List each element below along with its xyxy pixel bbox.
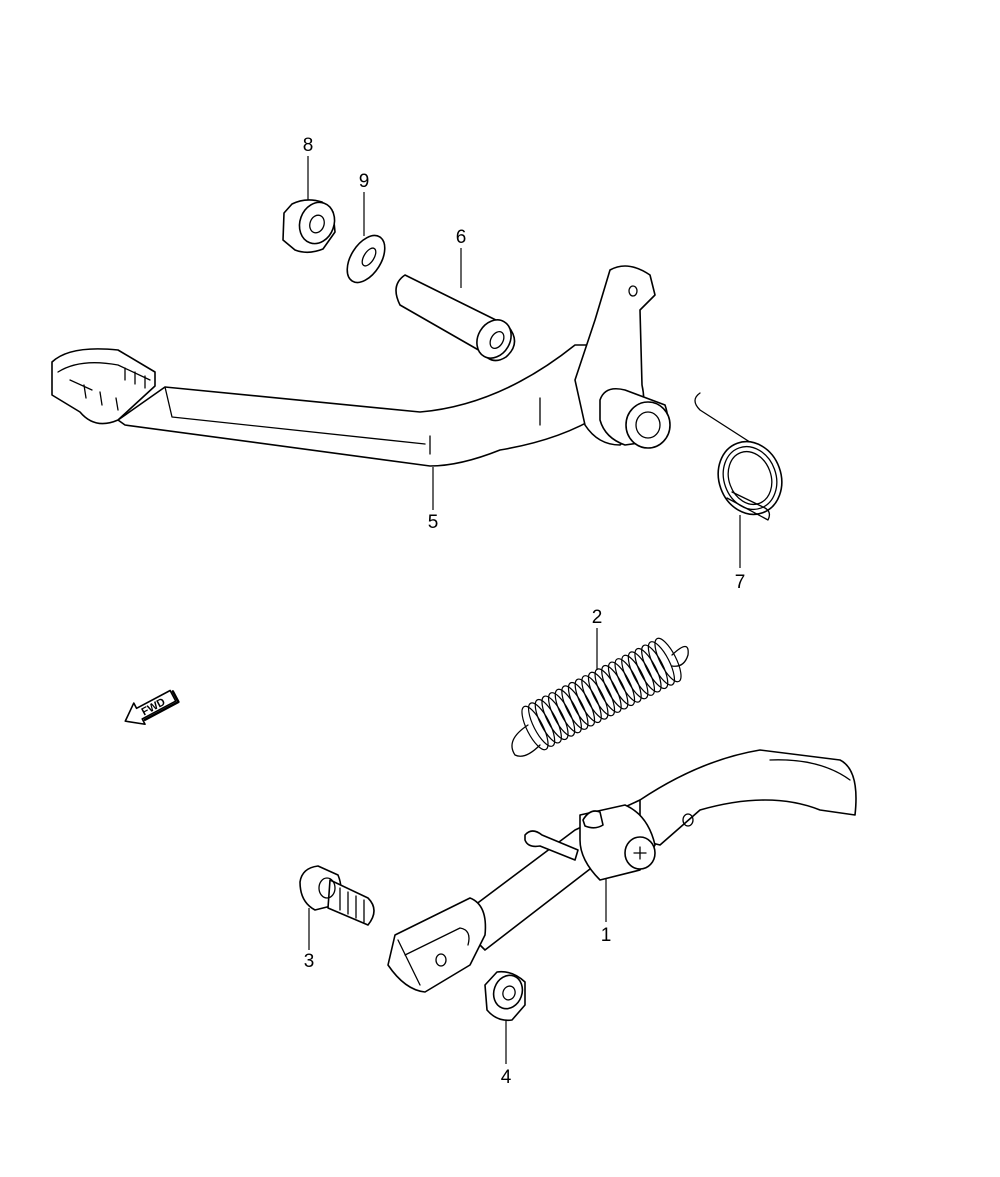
tension-spring-part-2[interactable] — [511, 635, 689, 757]
callout-2: 2 — [592, 607, 603, 628]
callout-6: 6 — [456, 227, 467, 248]
spring-coil — [567, 681, 596, 727]
callout-3: 3 — [304, 951, 315, 972]
spring-coil — [534, 698, 562, 744]
spring-coil — [521, 705, 549, 751]
brake-pedal-part-5[interactable] — [51, 265, 671, 467]
return-spring-part-7[interactable] — [694, 392, 792, 523]
nut-part-4[interactable] — [484, 970, 527, 1022]
spring-coil — [607, 661, 636, 707]
spring-coil — [587, 671, 616, 717]
spring-coil — [627, 651, 656, 696]
spring-coil — [574, 678, 602, 724]
spring-coil — [601, 664, 629, 710]
leader-lines — [307, 156, 741, 1064]
bushing-part-6[interactable] — [395, 274, 518, 364]
callout-9: 9 — [359, 171, 370, 192]
spring-coil — [654, 637, 682, 683]
callout-1: 1 — [601, 925, 612, 946]
spring-coil — [641, 644, 669, 690]
pivot-bolt-part-3[interactable] — [299, 865, 375, 926]
spring-coil — [621, 654, 649, 700]
spring-coil — [581, 675, 609, 720]
callout-5: 5 — [428, 512, 439, 533]
spring-coil — [547, 692, 576, 737]
callout-8: 8 — [303, 135, 314, 156]
spring-coil — [554, 688, 582, 734]
washer-part-9[interactable] — [340, 229, 393, 289]
spring-coil — [614, 658, 642, 703]
spring-coil — [541, 695, 569, 741]
side-stand-part-1[interactable] — [387, 749, 857, 993]
spring-coil — [561, 685, 589, 730]
spring-coil — [527, 702, 556, 747]
spring-coil — [634, 647, 662, 693]
forward-arrow-icon: FWD — [124, 689, 180, 726]
callout-labels: 8 9 6 5 7 2 1 3 4 — [303, 135, 746, 1088]
spring-coil — [647, 641, 676, 686]
callout-4: 4 — [501, 1067, 512, 1088]
callout-7: 7 — [735, 572, 746, 593]
nut-part-8[interactable] — [282, 197, 340, 254]
